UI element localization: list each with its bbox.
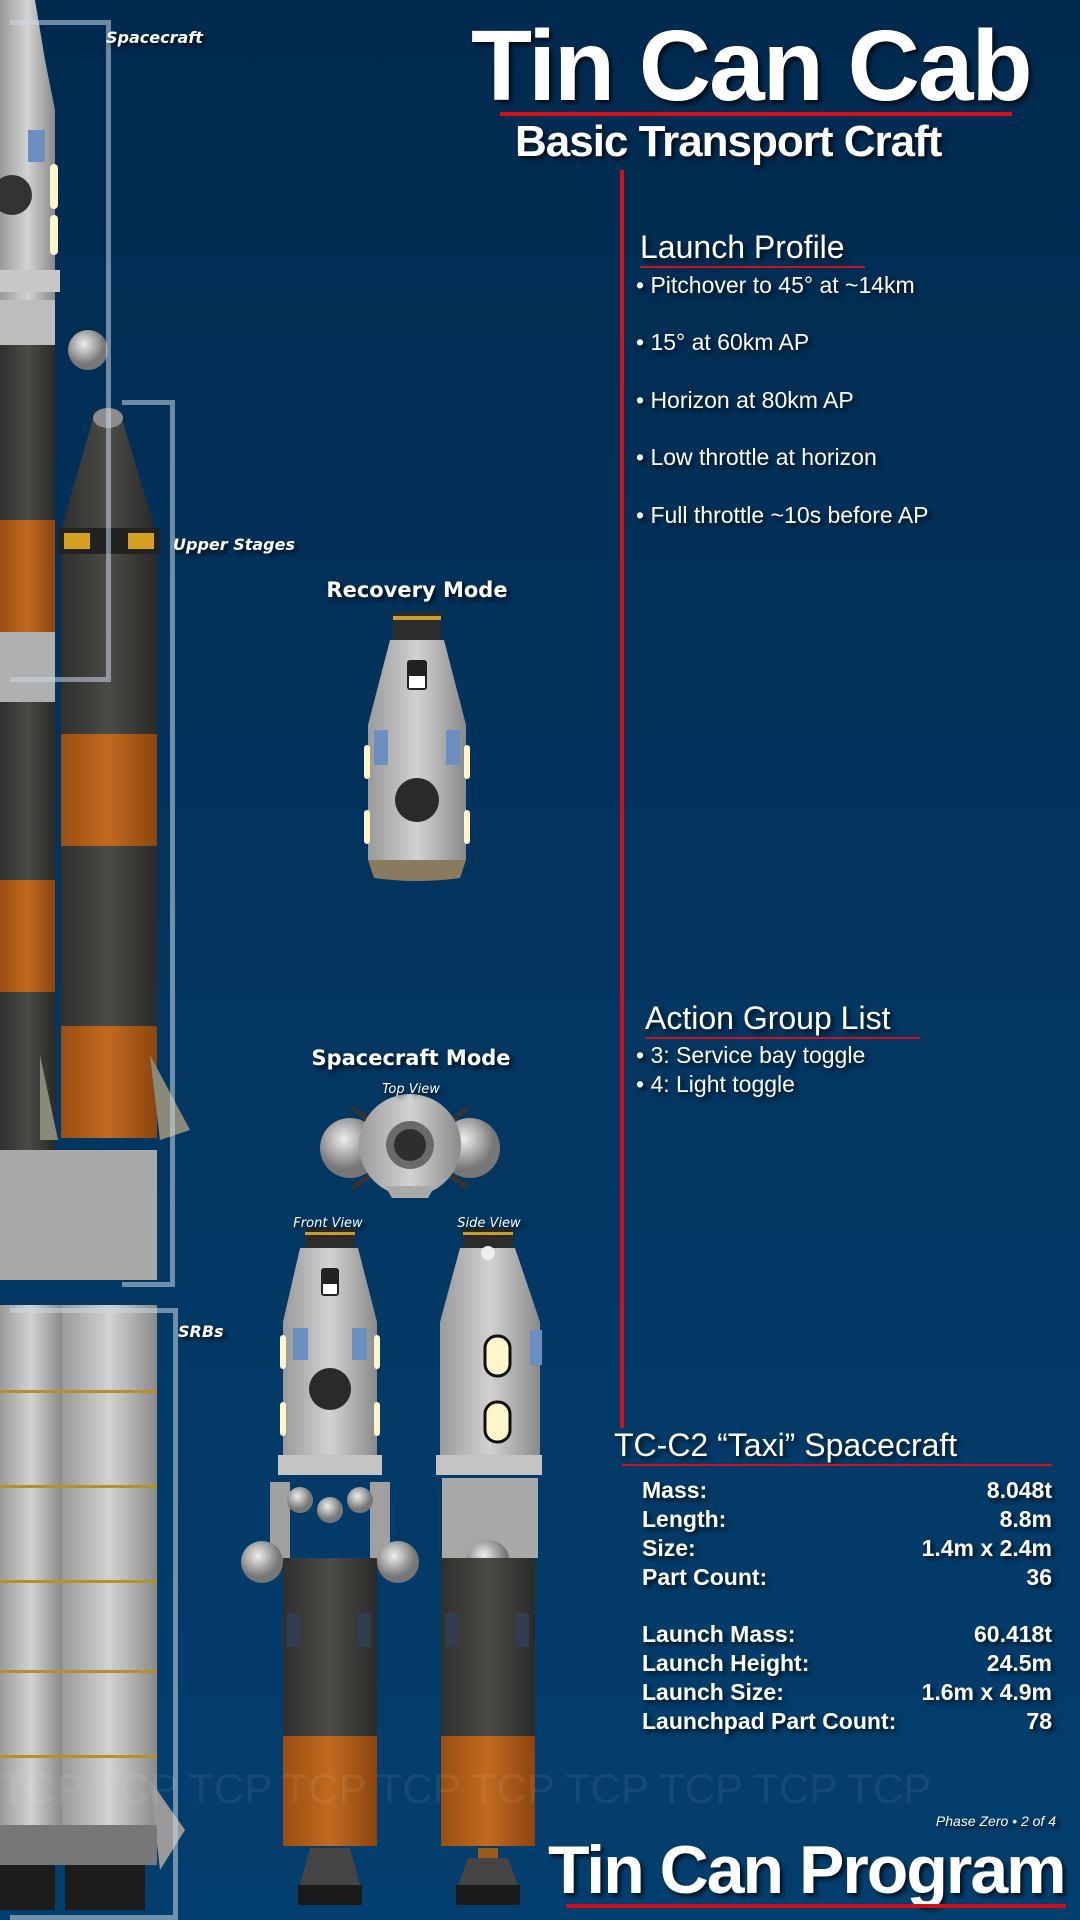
side-view-craft (436, 1228, 542, 1905)
specs-heading: TC-C2 “Taxi” Spacecraft (614, 1427, 958, 1463)
launch-profile-item: • Full throttle ~10s before AP (636, 502, 929, 528)
core-stage (0, 0, 108, 1162)
spec-row: Launch Mass: 60.418t (642, 1620, 1052, 1649)
emblem (0, 175, 32, 215)
window (50, 215, 58, 255)
spec-row: Part Count: 36 (642, 1563, 1052, 1592)
launch-profile-item: • Pitchover to 45° at ~14km (636, 272, 915, 298)
srb-stage (0, 1305, 185, 1910)
srbs-callout: SRBs (178, 1322, 224, 1341)
spec-label: Length: (642, 1506, 727, 1532)
solar-panel (28, 130, 45, 162)
spec-value: 1.4m x 2.4m (921, 1535, 1052, 1561)
spec-label: Part Count: (642, 1564, 768, 1590)
spec-value: 78 (1026, 1708, 1052, 1734)
spec-row: Size: 1.4m x 2.4m (642, 1534, 1052, 1563)
booster-stage (0, 408, 190, 1280)
vertical-divider (620, 170, 624, 1428)
front-view-label: Front View (293, 1216, 363, 1231)
footer-underline (566, 1904, 1066, 1908)
heading-underline (645, 1037, 920, 1039)
srbs-bracket (10, 1308, 178, 1920)
spec-row: Launch Size: 1.6m x 4.9m (642, 1678, 1052, 1707)
spacecraft-mode-label: Spacecraft Mode (311, 1046, 511, 1070)
spec-value: 8.8m (999, 1506, 1052, 1532)
phase-label: Phase Zero • 2 of 4 (935, 1813, 1056, 1829)
spec-row: Launchpad Part Count: 78 (642, 1707, 1052, 1736)
spec-label: Launch Size: (642, 1679, 784, 1705)
heading-underline (640, 266, 865, 268)
recovery-mode-label: Recovery Mode (326, 578, 508, 602)
spec-value: 1.6m x 4.9m (921, 1679, 1052, 1705)
spec-value: 36 (1026, 1564, 1052, 1590)
spec-label: Mass: (642, 1477, 708, 1503)
spec-label: Launch Mass: (642, 1621, 796, 1647)
launch-profile-item: • 15° at 60km AP (636, 329, 810, 355)
page-title: Tin Can Cab (471, 10, 1033, 122)
spec-label: Launchpad Part Count: (642, 1708, 897, 1734)
spec-value: 8.048t (986, 1477, 1052, 1503)
emblem (395, 778, 439, 822)
page-subtitle: Basic Transport Craft (515, 117, 942, 166)
front-view-craft (241, 1228, 419, 1905)
action-group-item: • 4: Light toggle (636, 1071, 795, 1097)
launch-profile-item: • Low throttle at horizon (636, 444, 877, 470)
upper-stages-callout: Upper Stages (173, 535, 296, 554)
spec-row: Mass: 8.048t (642, 1476, 1052, 1505)
spacecraft-bracket (10, 20, 111, 682)
rcs-tank (68, 330, 108, 370)
top-view-label: Top View (382, 1082, 440, 1097)
side-view-label: Side View (457, 1216, 521, 1231)
specs-table: Mass: 8.048t Length: 8.8m Size: 1.4m x 2.4m… (642, 1476, 1052, 1736)
spacecraft-callout: Spacecraft (106, 28, 203, 47)
spec-label: Launch Height: (642, 1650, 810, 1676)
title-underline (500, 112, 1012, 116)
heading-underline (622, 1464, 1052, 1466)
launch-rocket (0, 0, 190, 1910)
spec-value: 60.418t (973, 1621, 1052, 1647)
window (50, 164, 58, 209)
spec-row: Length: 8.8m (642, 1505, 1052, 1534)
action-group-item: • 3: Service bay toggle (636, 1042, 866, 1068)
spec-row: Launch Height: 24.5m (642, 1649, 1052, 1678)
action-groups-heading: Action Group List (645, 1000, 891, 1036)
upper-stages-bracket (122, 400, 175, 1287)
recovery-capsule (364, 612, 470, 881)
launch-profile-heading: Launch Profile (640, 229, 845, 265)
spec-value: 24.5m (986, 1650, 1052, 1676)
top-view-craft (320, 1094, 500, 1198)
program-title: Tin Can Program (548, 1832, 1067, 1908)
watermark: TCP TCP TCP TCP TCP TCP TCP TCP TCP TCP (0, 1765, 932, 1812)
spec-label: Size: (642, 1535, 696, 1561)
launch-profile-item: • Horizon at 80km AP (636, 387, 854, 413)
